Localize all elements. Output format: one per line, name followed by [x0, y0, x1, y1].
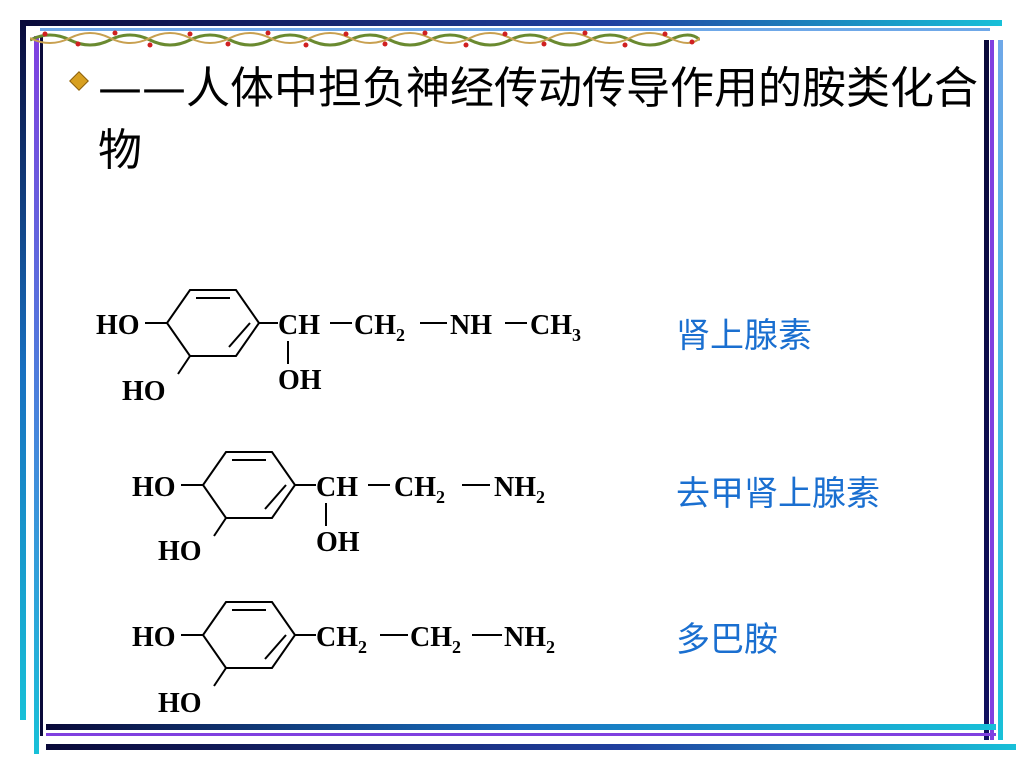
m3-ho-top: HO [132, 622, 176, 653]
slide-title: ——人体中担负神经传动传导作用的胺类化合物 [98, 63, 978, 176]
m2-nh2: NH2 [494, 472, 545, 507]
m1-ho-bottom: HO [122, 376, 166, 407]
m2-ch2: CH2 [394, 472, 445, 507]
m3-ho-bottom: HO [158, 688, 202, 719]
m2-ho-bottom: HO [158, 536, 202, 567]
m3-ch2-a-sub: 2 [358, 637, 367, 657]
m1-ch3-main: CH [530, 310, 572, 341]
m3-nh2-sub: 2 [546, 637, 555, 657]
garland-decoration [30, 30, 700, 48]
m2-oh: OH [316, 527, 360, 558]
dopamine-ring [181, 601, 502, 687]
m1-oh: OH [278, 365, 322, 396]
m1-ch2: CH2 [354, 310, 405, 345]
m1-ch3-sub: 3 [572, 325, 581, 345]
noradrenaline-ring [181, 451, 490, 537]
frame-right-cyan [998, 40, 1003, 740]
frame-left-inner [34, 36, 39, 754]
m1-ho-top: HO [96, 310, 140, 341]
m3-ch2-a: CH2 [316, 622, 367, 657]
m3-ch2-b-main: CH [410, 622, 452, 653]
m2-ch2-main: CH [394, 472, 436, 503]
adrenaline-ring [145, 289, 527, 375]
m3-nh2-main: NH [504, 622, 546, 653]
m1-ch: CH [278, 310, 320, 341]
compound-name-dopamine: 多巴胺 [676, 620, 778, 660]
m1-ch2-main: CH [354, 310, 396, 341]
m2-nh2-main: NH [494, 472, 536, 503]
compound-name-noradrenaline: 去甲肾上腺素 [676, 474, 880, 514]
compound-name-adrenaline: 肾上腺素 [676, 316, 812, 356]
frame-left-inner2 [40, 36, 43, 736]
frame-bottom-light [46, 733, 996, 736]
m2-ch2-sub: 2 [436, 487, 445, 507]
m1-ch3: CH3 [530, 310, 581, 345]
frame-bottom-dark [46, 724, 996, 730]
m3-ch2-b: CH2 [410, 622, 461, 657]
frame-right-purple [990, 40, 994, 740]
frame-left-dark [20, 20, 26, 720]
m3-ch2-a-main: CH [316, 622, 358, 653]
frame-top-dark [22, 20, 1002, 26]
frame-top-light [40, 28, 990, 31]
m1-nh: NH [450, 310, 492, 341]
m2-ho-top: HO [132, 472, 176, 503]
m3-ch2-b-sub: 2 [452, 637, 461, 657]
m3-nh2: NH2 [504, 622, 555, 657]
frame-right-dark [984, 40, 989, 740]
frame-bottom-dark2 [46, 744, 1016, 750]
m2-nh2-sub: 2 [536, 487, 545, 507]
m2-ch: CH [316, 472, 358, 503]
m1-ch2-sub: 2 [396, 325, 405, 345]
